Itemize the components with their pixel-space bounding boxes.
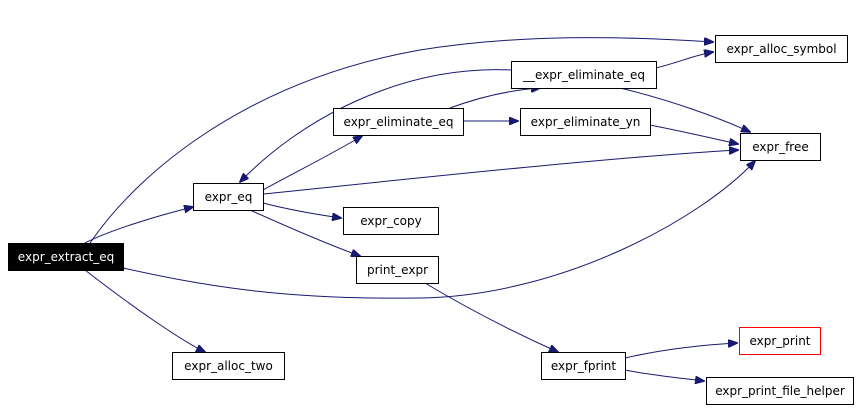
- node-label[interactable]: expr_alloc_two: [184, 359, 273, 373]
- edge-expr_fprint-to-expr_print: [624, 343, 737, 359]
- node-box[interactable]: [706, 377, 854, 405]
- node-print_expr[interactable]: print_expr: [356, 256, 439, 284]
- edge-__expr_eliminate_eq-to-expr_free: [619, 87, 750, 132]
- node-label[interactable]: __expr_eliminate_eq: [522, 68, 645, 82]
- edge-expr_extract_eq-to-expr_free: [122, 161, 755, 299]
- edge-expr_eq-to-expr_copy: [262, 202, 341, 218]
- node-expr_alloc_two[interactable]: expr_alloc_two: [172, 352, 285, 380]
- node-expr_alloc_symbol[interactable]: expr_alloc_symbol: [715, 35, 848, 63]
- node-box[interactable]: [8, 243, 124, 271]
- node-label[interactable]: print_expr: [367, 263, 428, 277]
- node-box[interactable]: [511, 61, 657, 89]
- edge-expr_eliminate_yn-to-expr_free: [649, 124, 738, 144]
- node-label[interactable]: expr_eq: [205, 190, 253, 204]
- node-box[interactable]: [343, 207, 439, 235]
- node-label[interactable]: expr_free: [752, 140, 808, 154]
- edge-__expr_eliminate_eq-to-expr_alloc_symbol: [655, 52, 713, 69]
- node-label[interactable]: expr_extract_eq: [18, 250, 114, 264]
- edge-print_expr-to-expr_fprint: [424, 282, 558, 352]
- node-expr_extract_eq[interactable]: expr_extract_eq: [8, 243, 124, 271]
- node-label[interactable]: expr_eliminate_eq: [344, 115, 454, 129]
- node-box[interactable]: [172, 352, 285, 380]
- edge-expr_eq-to-expr_eliminate_eq: [262, 136, 362, 191]
- node-expr_eq[interactable]: expr_eq: [193, 183, 264, 211]
- edge-expr_extract_eq-to-expr_alloc_symbol: [89, 37, 713, 244]
- edge-expr_eq-to-print_expr: [249, 209, 360, 256]
- node-box[interactable]: [740, 133, 821, 161]
- nodes: expr_extract_eqexpr_eqexpr_alloc_twoexpr…: [8, 35, 854, 405]
- edge-__expr_eliminate_eq-to-expr_eq: [240, 69, 512, 182]
- node-expr_free[interactable]: expr_free: [740, 133, 821, 161]
- edge-expr_extract_eq-to-expr_alloc_two: [84, 269, 205, 352]
- node-expr_eliminate_yn[interactable]: expr_eliminate_yn: [520, 108, 651, 136]
- node-expr_print_file_helper[interactable]: expr_print_file_helper: [706, 377, 854, 405]
- node-label[interactable]: expr_alloc_symbol: [726, 42, 836, 56]
- edge-expr_eliminate_eq-to-__expr_eliminate_eq: [449, 88, 540, 109]
- node-box[interactable]: [520, 108, 651, 136]
- node-box[interactable]: [715, 35, 848, 63]
- node-box[interactable]: [739, 327, 821, 355]
- node-label[interactable]: expr_print: [749, 334, 810, 348]
- node-label[interactable]: expr_fprint: [551, 359, 617, 373]
- node-expr_copy[interactable]: expr_copy: [343, 207, 439, 235]
- node-__expr_eliminate_eq[interactable]: __expr_eliminate_eq: [511, 61, 657, 89]
- node-label[interactable]: expr_print_file_helper: [715, 384, 845, 398]
- edge-expr_fprint-to-expr_print_file_helper: [624, 369, 704, 381]
- node-box[interactable]: [356, 256, 439, 284]
- node-expr_eliminate_eq[interactable]: expr_eliminate_eq: [333, 108, 464, 136]
- node-label[interactable]: expr_eliminate_yn: [531, 115, 641, 129]
- node-box[interactable]: [193, 183, 264, 211]
- node-box[interactable]: [541, 352, 626, 380]
- node-expr_fprint[interactable]: expr_fprint: [541, 352, 626, 380]
- node-box[interactable]: [333, 108, 464, 136]
- node-label[interactable]: expr_copy: [360, 214, 421, 228]
- edge-expr_eq-to-expr_free: [262, 150, 738, 195]
- edge-expr_extract_eq-to-expr_eq: [84, 207, 193, 244]
- edges: [84, 37, 755, 381]
- node-expr_print[interactable]: expr_print: [739, 327, 821, 355]
